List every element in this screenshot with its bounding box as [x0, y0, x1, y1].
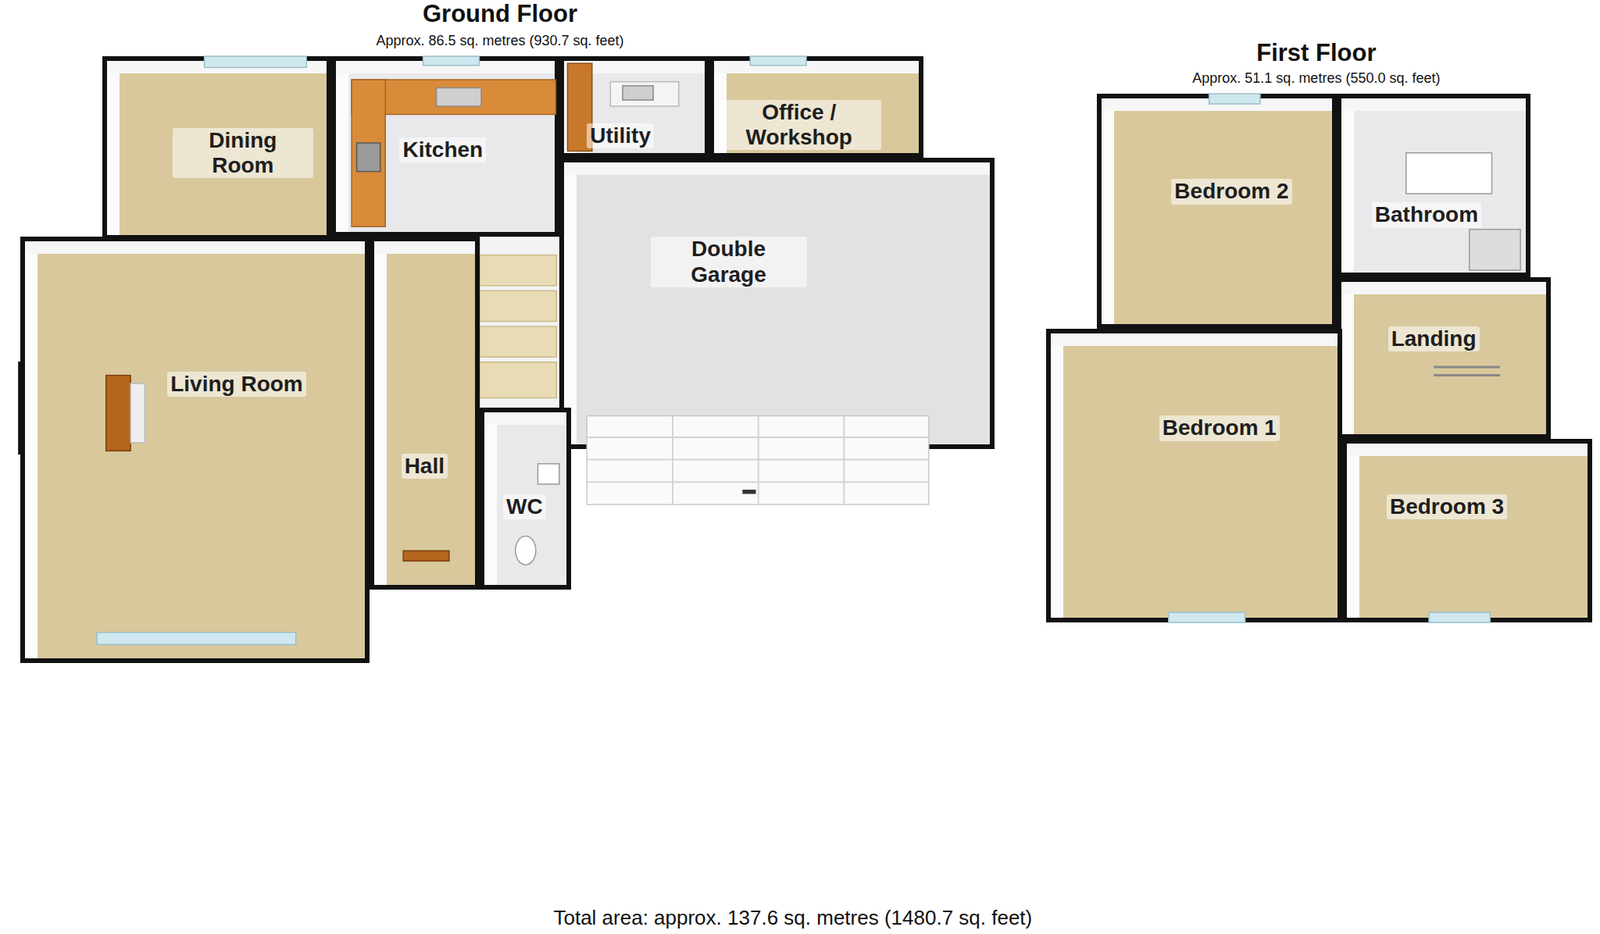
caption: Total area: approx. 137.6 sq. metres (14…	[553, 906, 1033, 931]
room: Kitchen	[331, 56, 559, 237]
room-label: WC	[503, 494, 547, 520]
fixture	[479, 326, 557, 358]
fixture	[1406, 153, 1493, 194]
room: Bedroom 3	[1342, 439, 1593, 623]
room: Hall	[369, 236, 480, 590]
fixtures	[374, 241, 485, 595]
fixture	[203, 56, 307, 68]
fixtures	[1050, 333, 1347, 628]
room-label: Bedroom 1	[1159, 415, 1280, 441]
fixture	[352, 79, 386, 227]
fixture	[586, 436, 929, 439]
fixtures	[1341, 98, 1536, 283]
room: Bathroom	[1336, 93, 1531, 278]
room: Dining Room	[102, 56, 333, 240]
fixture	[479, 236, 560, 408]
floor-area: Approx. 51.1 sq. metres (550.0 sq. feet)	[1192, 70, 1440, 87]
fixture	[403, 550, 450, 561]
fixtures	[1101, 98, 1342, 333]
room-label: Bedroom 3	[1386, 494, 1508, 520]
fixture	[106, 375, 131, 452]
room: Double Garage	[559, 157, 996, 449]
room: Bedroom 1	[1046, 328, 1343, 623]
fixture	[610, 81, 679, 106]
fixture	[757, 416, 759, 506]
fixture	[842, 416, 845, 506]
fixture	[436, 87, 482, 107]
room-label: Bedroom 2	[1171, 178, 1292, 204]
floor-heading: Ground Floor	[422, 0, 578, 29]
fixture	[96, 632, 297, 646]
fixture	[586, 459, 929, 461]
fixture	[1469, 229, 1521, 271]
room-label: Bathroom	[1371, 202, 1482, 228]
fixture	[1209, 93, 1261, 104]
fixture	[357, 142, 381, 172]
fixture	[537, 464, 559, 485]
floor-plan: Ground FloorApprox. 86.5 sq. metres (930…	[15, 53, 1006, 669]
room: Living Room	[20, 236, 370, 664]
fixtures	[25, 241, 375, 668]
room-label: Landing	[1388, 326, 1480, 352]
fixture	[1433, 374, 1500, 377]
room-label: Dining Room	[172, 128, 314, 179]
room-label: Office / Workshop	[717, 100, 882, 150]
fixture	[1433, 366, 1500, 369]
fixture	[423, 56, 480, 66]
fixture	[130, 383, 145, 443]
room: Office / Workshop	[709, 56, 924, 159]
room: Landing	[1336, 277, 1551, 439]
fixture	[479, 290, 557, 322]
fixtures	[1341, 282, 1556, 443]
fixture	[479, 255, 557, 286]
fixture	[586, 482, 929, 484]
fixture	[671, 416, 674, 506]
fixture	[750, 56, 807, 66]
fixture	[1428, 612, 1490, 623]
fixture	[515, 536, 536, 566]
floor-heading: First Floor	[1256, 39, 1376, 68]
floor-plan: First FloorApprox. 51.1 sq. metres (550.…	[1040, 89, 1594, 628]
fixture	[352, 79, 557, 115]
fixtures	[1346, 443, 1597, 628]
room: Bedroom 2	[1096, 93, 1337, 329]
fixture	[742, 490, 756, 494]
room-label: Double Garage	[650, 236, 808, 287]
room-label: Utility	[586, 123, 654, 149]
floor-area: Approx. 86.5 sq. metres (930.7 sq. feet)	[375, 32, 624, 50]
fixture	[479, 362, 557, 399]
fixture	[622, 85, 654, 100]
fixtures	[564, 162, 1000, 454]
room-label: Living Room	[167, 371, 307, 397]
fixture	[586, 416, 929, 506]
room-label: Kitchen	[399, 137, 486, 163]
fixture	[1167, 612, 1245, 623]
room: WC	[479, 407, 572, 590]
room-label: Hall	[401, 453, 448, 479]
room: Utility	[559, 56, 710, 159]
